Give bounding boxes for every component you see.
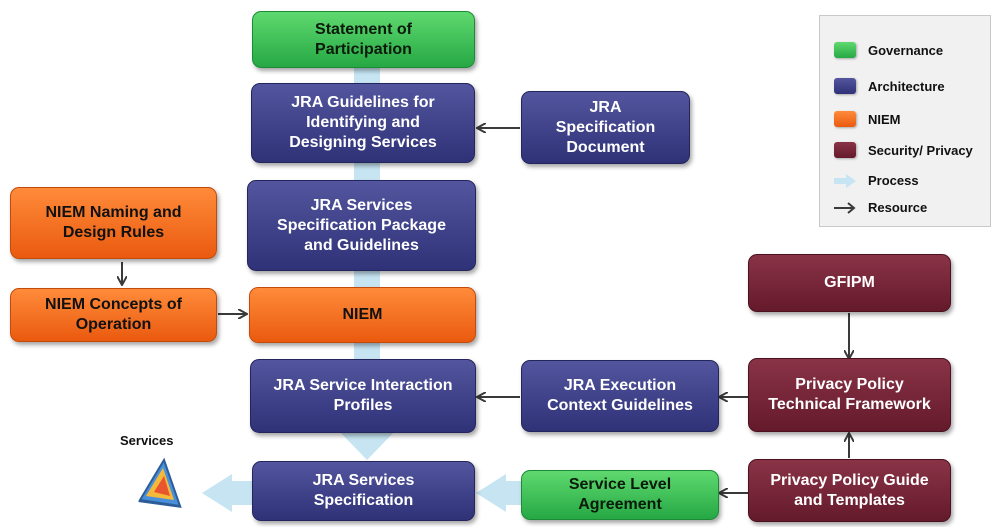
resource-arrow-icon xyxy=(834,201,856,214)
box-gfipm[interactable]: GFIPM xyxy=(748,254,951,312)
box-jra-service-interaction-profiles[interactable]: JRA Service Interaction Profiles xyxy=(250,359,476,433)
box-jra-services-specification-package[interactable]: JRA Services Specification Package and G… xyxy=(247,180,476,271)
box-privacy-policy-guide-and-templates[interactable]: Privacy Policy Guide and Templates xyxy=(748,459,951,522)
process-arrow-services xyxy=(202,474,252,512)
box-service-level-agreement[interactable]: Service Level Agreement xyxy=(521,470,719,520)
legend-label-process: Process xyxy=(868,173,919,188)
services-label: Services xyxy=(120,433,174,448)
legend-item-resource: Resource xyxy=(834,200,927,215)
box-jra-guidelines[interactable]: JRA Guidelines for Identifying and Desig… xyxy=(251,83,475,163)
box-jra-services-specification[interactable]: JRA Services Specification xyxy=(252,461,475,521)
resource-arrows xyxy=(122,128,849,493)
niem-swatch xyxy=(834,111,856,127)
legend-item-security: Security/ Privacy xyxy=(834,142,973,158)
box-niem-concepts-of-operation[interactable]: NIEM Concepts of Operation xyxy=(10,288,217,342)
box-privacy-policy-technical-framework[interactable]: Privacy Policy Technical Framework xyxy=(748,358,951,432)
process-arrow-service-level xyxy=(476,474,521,512)
architecture-swatch xyxy=(834,78,856,94)
legend-item-governance: Governance xyxy=(834,42,943,58)
legend-label-security: Security/ Privacy xyxy=(868,142,973,158)
box-jra-execution-context-guidelines[interactable]: JRA Execution Context Guidelines xyxy=(521,360,719,432)
legend-label-resource: Resource xyxy=(868,200,928,215)
legend: Governance Architecture NIEM Security/ P… xyxy=(819,15,991,227)
legend-item-architecture: Architecture xyxy=(834,78,945,94)
box-niem-naming-and-design-rules[interactable]: NIEM Naming and Design Rules xyxy=(10,187,217,259)
legend-label-niem: NIEM xyxy=(868,111,901,127)
security-swatch xyxy=(834,142,856,158)
legend-label-architecture: Architecture xyxy=(868,78,945,94)
process-arrow-icon xyxy=(834,173,856,188)
process-arrow-head xyxy=(338,430,396,460)
box-niem[interactable]: NIEM xyxy=(249,287,476,343)
box-jra-specification-document[interactable]: JRA Specification Document xyxy=(521,91,690,164)
legend-item-process: Process xyxy=(834,173,919,188)
legend-item-niem: NIEM xyxy=(834,111,901,127)
legend-label-governance: Governance xyxy=(868,42,944,58)
box-statement-of-participation[interactable]: Statement of Participation xyxy=(252,11,475,68)
governance-swatch xyxy=(834,42,856,58)
services-icon xyxy=(138,457,182,508)
